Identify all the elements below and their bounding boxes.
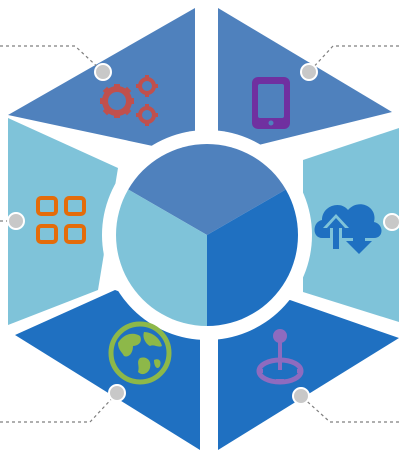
segment-left — [8, 118, 118, 325]
core-disc — [116, 144, 298, 326]
core-top-slice — [128, 144, 286, 235]
connector-line-top-right — [308, 45, 399, 73]
core-left-slice — [116, 189, 207, 326]
connector-dots — [7, 63, 399, 405]
segment-top-right — [218, 8, 392, 155]
connector-dot-bottom-left — [108, 384, 126, 402]
segment-bottom-right — [218, 300, 399, 450]
connector-line-top-left — [0, 45, 104, 73]
connector-dot-right — [383, 213, 399, 231]
globe-icon — [108, 321, 172, 385]
segment-top-left — [8, 8, 195, 155]
connector-dot-top-left — [94, 63, 112, 81]
connector-dot-bottom-right — [292, 387, 310, 405]
connector-line-bottom-right — [300, 395, 399, 423]
joystick-icon — [256, 329, 304, 385]
connector-dot-top-right — [300, 63, 318, 81]
tablet-icon — [252, 77, 290, 129]
connector-line-bottom-left — [0, 392, 118, 423]
gears-icon — [100, 75, 158, 126]
core-right-slice — [207, 189, 298, 326]
connector-dot-left — [7, 212, 25, 230]
grid-icon — [36, 196, 86, 244]
cloud-sync-icon — [314, 204, 382, 254]
